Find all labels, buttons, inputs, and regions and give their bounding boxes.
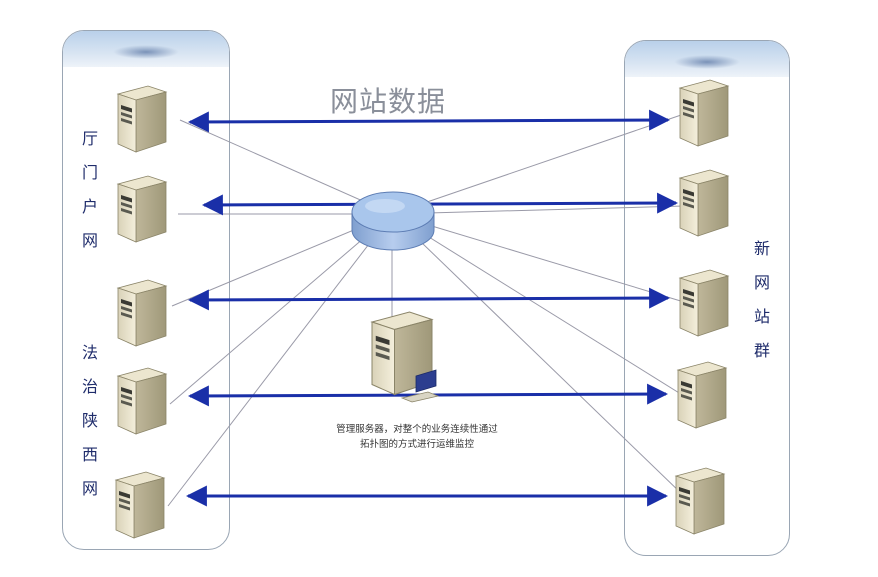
hub-link <box>167 213 393 507</box>
left-server-4-icon <box>116 367 168 435</box>
right-server-4-icon <box>676 361 728 429</box>
server-group <box>114 79 730 539</box>
data-sync-arrows <box>185 109 679 507</box>
left-top-label: 厅门户网 <box>81 129 98 250</box>
hub-link <box>391 213 685 397</box>
right-server-1-icon <box>678 79 730 147</box>
left-panel-header <box>63 31 229 67</box>
right-server-5-icon <box>674 467 726 535</box>
sync-arrow <box>187 109 671 133</box>
sync-arrow <box>187 287 671 311</box>
hub-link <box>391 113 685 215</box>
hub-link <box>169 213 393 405</box>
hub-link <box>391 213 685 497</box>
left-server-3-icon <box>116 279 168 347</box>
hub-link <box>391 205 685 215</box>
right-panel-header <box>625 41 789 77</box>
right-server-2-icon <box>678 169 730 237</box>
keyboard-icon <box>400 391 440 403</box>
sync-arrow <box>201 192 679 216</box>
database-disk-icon <box>351 191 435 251</box>
left-bottom-label: 法治陕西网 <box>81 343 98 498</box>
monitor-icon <box>415 369 437 393</box>
management-server-caption: 管理服务器，对整个的业务连续性通过拓扑图的方式进行运维监控 <box>336 424 498 450</box>
left-server-2-icon <box>116 175 168 243</box>
left-server-1-icon <box>116 85 168 153</box>
right-group-label: 新网站群 <box>753 239 770 360</box>
left-server-5-icon <box>114 471 166 539</box>
hub-link <box>391 213 685 303</box>
right-server-3-icon <box>678 269 730 337</box>
